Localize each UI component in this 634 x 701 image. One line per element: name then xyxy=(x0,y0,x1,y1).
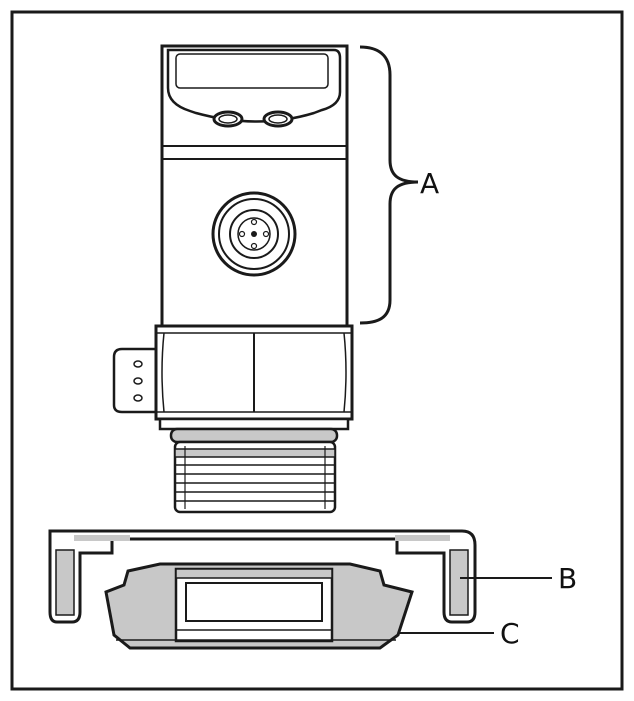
label-a-brace xyxy=(359,45,419,325)
clamp-right-leg-shade xyxy=(449,549,469,616)
hex-nut xyxy=(112,324,354,431)
thread-spigot xyxy=(173,440,337,514)
clamp-bracket xyxy=(48,529,477,624)
clamp-left-leg-shade xyxy=(55,549,75,616)
hex-nut-right-chamfer xyxy=(343,332,347,413)
tab-hole-1 xyxy=(133,360,143,368)
thread-band-1 xyxy=(174,448,336,458)
right-button-inner xyxy=(268,114,288,124)
process-connection xyxy=(169,427,339,514)
left-button-inner xyxy=(218,114,238,124)
adapter-bore-top-band xyxy=(175,568,333,579)
tab-hole-3 xyxy=(133,394,143,402)
weld-adapter xyxy=(104,562,414,650)
connector-pin-left xyxy=(238,230,246,238)
connector-pin-center xyxy=(251,231,257,237)
sensor-housing xyxy=(160,44,349,328)
adapter-bore-window xyxy=(185,582,323,622)
o-ring xyxy=(169,427,339,444)
display-window-inner xyxy=(175,53,329,89)
label-a: A xyxy=(420,167,439,200)
connector-pin-top xyxy=(250,218,258,226)
nut-collar xyxy=(158,417,350,431)
connector-pin-bottom xyxy=(250,242,258,250)
label-b: B xyxy=(558,562,577,595)
clamp-left-corner-shade xyxy=(74,535,130,541)
hex-nut-left-chamfer xyxy=(161,332,165,413)
label-c: C xyxy=(500,617,520,650)
clamp-right-corner-shade xyxy=(395,535,450,541)
tab-hole-2 xyxy=(133,377,143,385)
connector-pin-right xyxy=(262,230,270,238)
